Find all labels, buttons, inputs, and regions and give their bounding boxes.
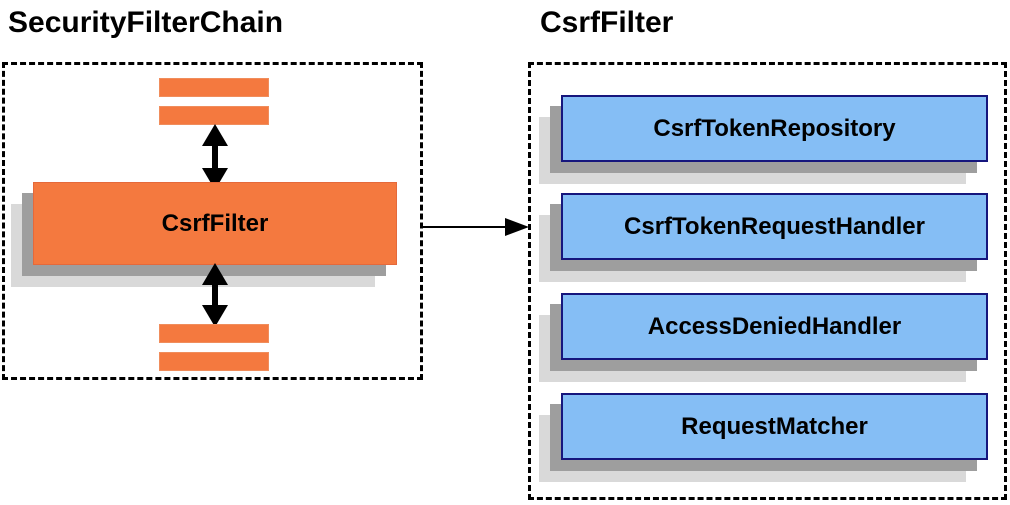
security-filter-chain-title: SecurityFilterChain (8, 6, 284, 39)
filter-placeholder-bar (159, 324, 269, 343)
request-matcher-node: RequestMatcher (561, 393, 988, 460)
csrf-token-request-handler-node: CsrfTokenRequestHandler (561, 193, 988, 260)
component-label: AccessDeniedHandler (647, 312, 902, 340)
vertical-double-arrow-icon (202, 263, 228, 327)
right-arrow-icon (423, 218, 529, 236)
csrf-filter-node-label: CsrfFilter (161, 209, 269, 237)
component-label: CsrfTokenRequestHandler (624, 212, 925, 240)
csrf-filter-group-box (528, 62, 1007, 500)
filter-placeholder-bar (159, 352, 269, 371)
csrf-filter-node: CsrfFilter (33, 182, 397, 265)
filter-placeholder-bar (159, 106, 269, 125)
csrf-filter-title: CsrfFilter (540, 6, 674, 39)
vertical-double-arrow-icon (202, 124, 228, 190)
component-label: RequestMatcher (681, 412, 868, 440)
access-denied-handler-node: AccessDeniedHandler (561, 293, 988, 360)
security-filter-chain-group-box (2, 62, 423, 380)
csrf-token-repository-node: CsrfTokenRepository (561, 95, 988, 162)
component-label: CsrfTokenRepository (653, 114, 896, 142)
filter-placeholder-bar (159, 78, 269, 97)
